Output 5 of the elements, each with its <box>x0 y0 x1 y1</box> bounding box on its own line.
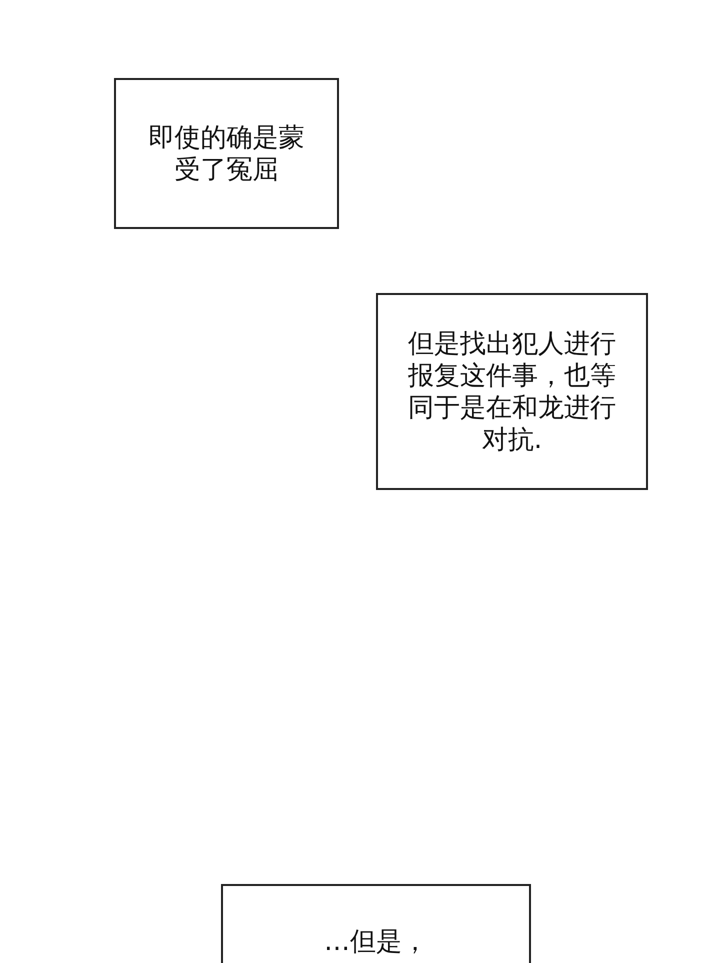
caption-box <box>114 78 339 229</box>
caption-text: 即使的确是蒙受了冤屈 <box>148 122 306 186</box>
caption-text: 但是找出犯人进行报复这件事，也等同于是在和龙进行对抗. <box>407 328 617 456</box>
caption-text: …但是， <box>323 926 429 958</box>
caption-box <box>376 293 648 490</box>
